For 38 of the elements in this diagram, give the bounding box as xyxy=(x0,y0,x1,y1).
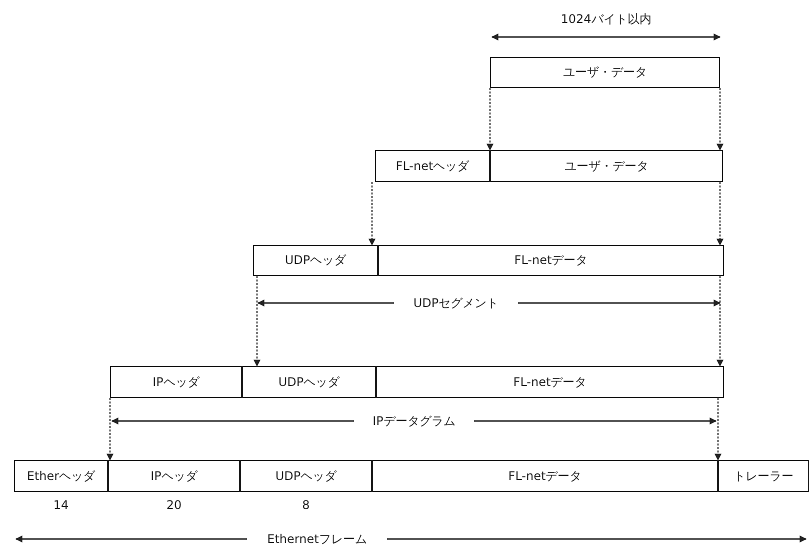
field-name: FL-netヘッダ xyxy=(396,158,470,174)
dimension-label: IPデータグラム xyxy=(372,413,456,430)
packet-field-box xyxy=(375,150,490,182)
packet-field-box xyxy=(718,460,809,492)
field-name: FL-netデータ xyxy=(508,468,582,484)
field-name: Etherヘッダ xyxy=(26,468,96,484)
field-name: FL-netデータ xyxy=(514,252,588,269)
packet-field-box xyxy=(110,366,242,398)
packet-field-box xyxy=(490,57,720,88)
field-name: IPヘッダ xyxy=(152,374,200,390)
byte-size-label: 14 xyxy=(52,498,70,512)
field-name: UDPヘッダ xyxy=(284,252,346,269)
field-name: FL-netデータ xyxy=(513,374,587,390)
byte-size-label: 20 xyxy=(165,498,183,512)
arrow xyxy=(716,182,724,246)
arrow xyxy=(716,276,724,367)
field-name: UDPヘッダ xyxy=(275,468,337,484)
packet-field-box xyxy=(253,245,378,276)
arrow xyxy=(254,276,260,367)
byte-size-label: 8 xyxy=(301,498,311,512)
dimension-label: UDPセグメント xyxy=(413,295,499,312)
arrow xyxy=(368,182,376,246)
field-name: IPヘッダ xyxy=(150,468,198,484)
packet-field-box xyxy=(376,366,724,398)
dimension-label: 1024バイト以内 xyxy=(560,11,652,28)
arrow xyxy=(486,88,494,151)
packet-field-box xyxy=(242,366,376,398)
packet-field-box xyxy=(372,460,718,492)
field-name: トレーラー xyxy=(734,468,794,484)
dimension-label: Ethernetフレーム xyxy=(267,531,367,548)
field-name: UDPヘッダ xyxy=(278,374,340,390)
arrow xyxy=(716,88,724,151)
field-name: ユーザ・データ xyxy=(564,158,648,174)
field-name: ユーザ・データ xyxy=(563,64,647,81)
packet-field-box xyxy=(378,245,724,276)
arrow xyxy=(714,398,722,461)
arrow xyxy=(106,398,114,461)
packet-field-box xyxy=(490,150,723,182)
